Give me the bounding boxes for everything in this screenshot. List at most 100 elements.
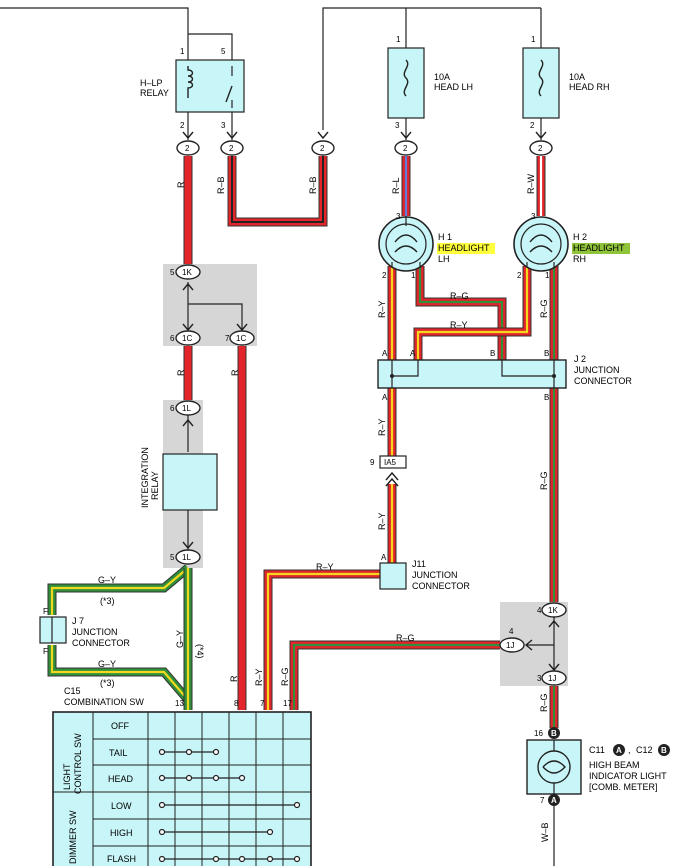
wire-label: (*3) [100, 596, 115, 606]
connector-1l-top: 1L 6 [170, 400, 201, 427]
connector-1j-left: 1J 4 [499, 627, 533, 653]
svg-text:16: 16 [534, 729, 543, 738]
switch-row-flash: FLASH [107, 854, 136, 864]
integration-relay-label-2: RELAY [150, 471, 160, 500]
connector-indicator-b: B 16 [534, 727, 560, 739]
connector-relay-3: 2 [220, 131, 244, 156]
svg-text:1K: 1K [548, 606, 558, 615]
relay-label-1: H–LP [140, 78, 163, 88]
connector-ia5: IA5 9 [370, 455, 407, 487]
switch-row-head: HEAD [108, 774, 134, 784]
wire-label: R–G [450, 291, 469, 301]
svg-text:1J: 1J [548, 674, 556, 683]
indicator-label-3: [COMB. METER] [589, 782, 658, 792]
j11-label-2: CONNECTOR [412, 581, 470, 591]
wire-label: W–B [540, 822, 550, 842]
wire-label: R–G [280, 667, 290, 686]
high-beam-indicator: C11 A , C12 B HIGH BEAM INDICATOR LIGHT … [526, 739, 670, 795]
j7-pin-f2: F [43, 647, 48, 656]
wire-label: G–Y [98, 575, 116, 585]
hlp-relay: H–LP RELAY 1 5 2 3 [140, 47, 245, 130]
svg-text:6: 6 [170, 334, 175, 343]
j11-label-1: JUNCTION [412, 570, 458, 580]
headlight-rh-pin-1: 1 [545, 271, 550, 280]
combination-switch: C15 COMBINATION SW 13 8 7 17 LIGHT CONTR… [52, 686, 312, 866]
j2-code: J 2 [574, 354, 586, 364]
svg-text:2: 2 [538, 144, 543, 153]
headlight-lh-label-2: LH [438, 254, 450, 264]
junction-connector-j11: A J11 JUNCTION CONNECTOR [379, 553, 470, 591]
j11-pin-a: A [381, 553, 387, 562]
svg-text:1C: 1C [236, 334, 246, 343]
indicator-code-1: C11 [589, 745, 605, 755]
fuse-lh-label: HEAD LH [434, 82, 473, 92]
svg-text:9: 9 [370, 458, 375, 467]
wire-label: R–Y [377, 418, 387, 436]
j2-pin-b1: B [490, 349, 495, 358]
svg-text:4: 4 [537, 606, 542, 615]
svg-text:1J: 1J [506, 641, 514, 650]
headlight-lh-pin-1: 1 [411, 271, 416, 280]
connector-1l-bottom: 1L 5 [170, 541, 201, 565]
headlight-rh-pin-3: 3 [531, 212, 536, 221]
wire-label: R [176, 181, 186, 188]
wire-label: R–G [539, 471, 549, 490]
wire-label: (*3) [100, 678, 115, 688]
connector-1c-right: 1C 7 [225, 323, 255, 346]
connector-indicator-a: A 7 [540, 794, 560, 806]
connector-lh: 2 [394, 131, 418, 156]
wire-label: R [230, 369, 240, 376]
indicator-comma: , [628, 745, 631, 755]
wire-label: R–B [308, 176, 318, 194]
headlight-lh-code: H 1 [438, 232, 452, 242]
switch-row-tail: TAIL [109, 748, 127, 758]
wire-label: R–G [396, 633, 415, 643]
indicator-code-2: C12 [636, 745, 653, 755]
svg-text:7: 7 [540, 796, 545, 805]
j2-pin-b3: B [544, 393, 549, 402]
wire-label: G–Y [98, 659, 116, 669]
svg-text:1K: 1K [182, 268, 192, 277]
indicator-label-1: HIGH BEAM [589, 760, 640, 770]
headlight-lh-pin-2: 2 [382, 271, 387, 280]
combination-switch-code: C15 [64, 686, 81, 696]
svg-text:3: 3 [537, 674, 542, 683]
switch-pin-13: 13 [175, 699, 184, 708]
svg-text:2: 2 [185, 144, 190, 153]
fuse-rh-pin-top: 1 [531, 35, 536, 44]
svg-text:5: 5 [170, 553, 175, 562]
svg-text:2: 2 [320, 144, 325, 153]
svg-text:7: 7 [225, 334, 230, 343]
j2-label-2: CONNECTOR [574, 376, 632, 386]
fuse-lh-pin-top: 1 [396, 35, 401, 44]
fuse-lh-pin-bottom: 3 [395, 121, 400, 130]
fuse-lh-amps: 10A [434, 72, 450, 82]
wire-label: (*4) [195, 644, 205, 659]
indicator-code-a: A [616, 746, 622, 755]
wire-label: R [229, 675, 239, 682]
indicator-label-2: INDICATOR LIGHT [589, 771, 667, 781]
switch-row-off: OFF [111, 721, 129, 731]
connector-pins: 2 2 2 2 2 1K 5 [170, 131, 567, 806]
relay-pin-3: 3 [221, 121, 226, 130]
j2-pin-b2: B [544, 349, 549, 358]
wire-label: R–G [539, 693, 549, 712]
svg-text:A: A [551, 796, 557, 805]
connector-1c-left: 1C 6 [170, 323, 201, 346]
relay-pin-1: 1 [180, 47, 185, 56]
connector-1k-top: 1K 5 [170, 264, 201, 291]
j2-pin-a3: A [382, 393, 388, 402]
connector-1j-right: 1J 3 [537, 663, 567, 686]
headlight-rh-code: H 2 [573, 232, 587, 242]
headlight-rh: H 2 HEADLIGHT RH 3 2 1 [513, 212, 630, 280]
j11-code: J11 [412, 559, 426, 569]
headlight-rh-label-1: HEADLIGHT [573, 243, 625, 253]
fuse-rh-pin-bottom: 2 [530, 121, 535, 130]
wire-label: R–Y [254, 668, 264, 686]
headlight-rh-label-2: RH [573, 254, 586, 264]
wire-label: G–Y [175, 630, 185, 648]
wire-label: R–Y [316, 562, 334, 572]
svg-text:1L: 1L [182, 404, 191, 413]
relay-label-2: RELAY [140, 88, 169, 98]
